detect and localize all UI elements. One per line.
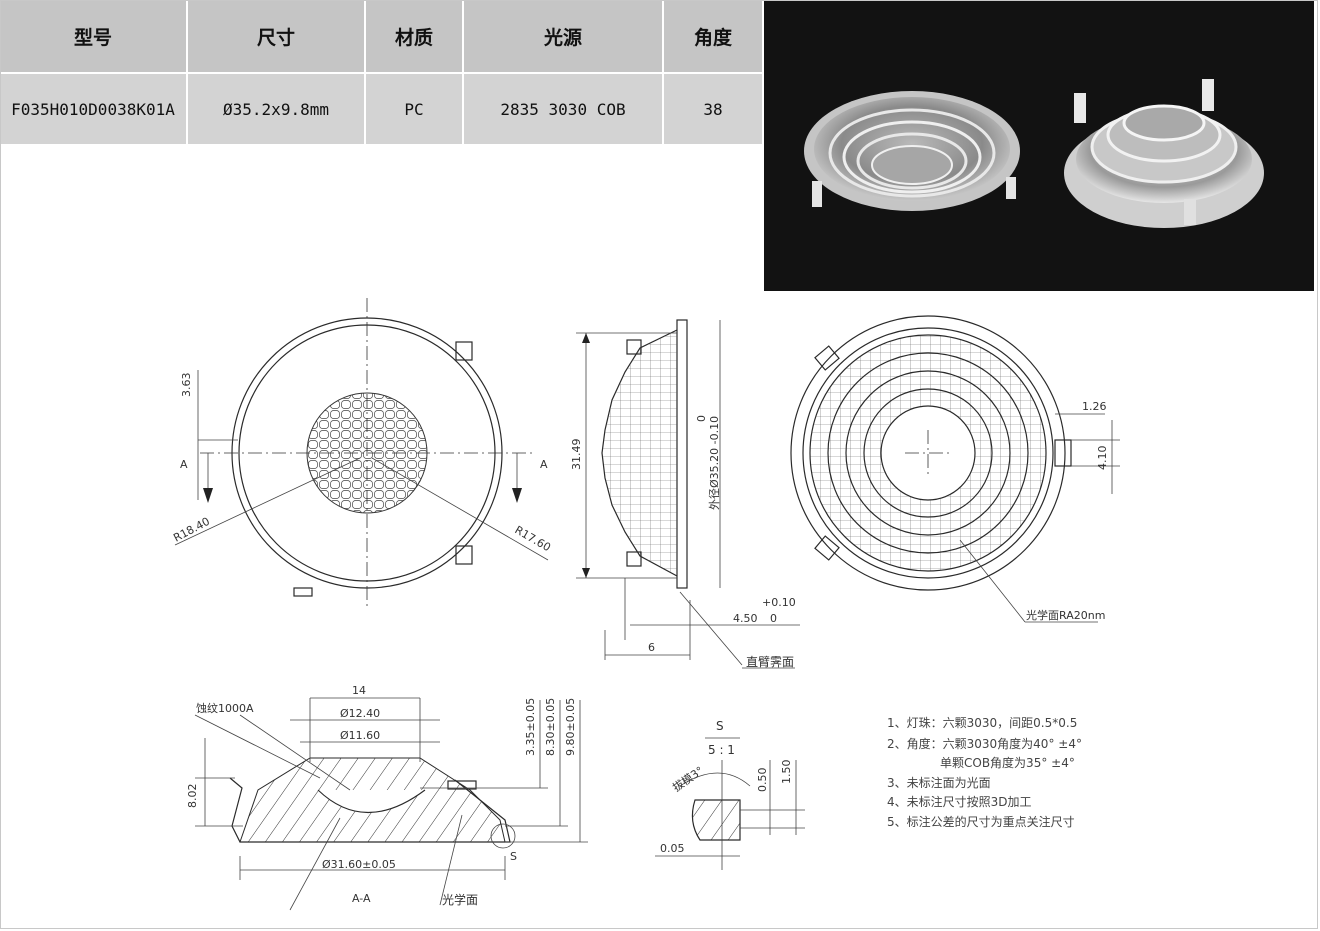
header-size: 尺寸 xyxy=(187,0,366,74)
cell-material: PC xyxy=(365,73,464,144)
side-note: 直臂霁面 xyxy=(746,655,794,669)
front-section-right: A xyxy=(540,458,548,471)
note-1: 1、灯珠：六颗3030，间距0.5*0.5 xyxy=(887,716,1077,730)
detail-d1: 0.50 xyxy=(756,768,769,793)
cell-light-source: 2835 3030 COB xyxy=(463,73,664,144)
side-depth: 4.50 xyxy=(733,612,758,625)
side-tol-zero: 0 xyxy=(770,612,777,625)
section-detail-mark: S xyxy=(510,850,517,863)
back-view: 1.26 4.10 光学面RA20nm xyxy=(790,315,1120,623)
section-name: A-A xyxy=(352,892,371,905)
cell-angle: 38 xyxy=(663,73,764,144)
side-diameter: 外径Ø35.20 -0.10 xyxy=(708,416,721,510)
drawing-notes: 1、灯珠：六颗3030，间距0.5*0.5 2、角度：六颗3030角度为40° … xyxy=(887,716,1082,829)
front-view: 3.63 A A R18.40 R17.60 xyxy=(171,298,553,610)
section-view: 蚀纹1000A 14 Ø12.40 Ø11.60 8.02 3.35±0.05 … xyxy=(186,684,588,911)
section-height-left: 8.02 xyxy=(186,784,199,809)
detail-view: S 5 : 1 拔模3° 0.50 1.50 0.05 xyxy=(655,719,805,870)
detail-d2: 1.50 xyxy=(780,760,793,785)
header-model: 型号 xyxy=(0,0,188,74)
front-dim-offset: 3.63 xyxy=(180,373,193,398)
note-5: 5、标注公差的尺寸为重点关注尺寸 xyxy=(887,814,1075,829)
note-3: 3、未标注面为光面 xyxy=(887,775,991,790)
detail-scale: 5 : 1 xyxy=(708,743,735,757)
detail-name: S xyxy=(716,719,724,733)
spec-table: 型号 尺寸 材质 光源 角度 F035H010D0038K01A Ø35.2x9… xyxy=(0,0,764,144)
section-dia-base: Ø31.60±0.05 xyxy=(322,858,396,871)
back-tab-height: 4.10 xyxy=(1096,446,1109,471)
side-height: 31.49 xyxy=(570,439,583,471)
spec-data-row: F035H010D0038K01A Ø35.2x9.8mm PC 2835 30… xyxy=(0,73,764,144)
section-texture: 蚀纹1000A xyxy=(196,701,254,715)
side-tol-plus: +0.10 xyxy=(762,596,796,609)
note-4: 4、未标注尺寸按照3D加工 xyxy=(887,794,1032,809)
side-width: 6 xyxy=(648,641,655,654)
header-light-source: 光源 xyxy=(463,0,664,74)
header-material: 材质 xyxy=(365,0,464,74)
section-dia-1: Ø12.40 xyxy=(340,707,380,720)
side-view: 31.49 外径Ø35.20 -0.10 0 +0.10 4.50 0 6 直臂… xyxy=(570,319,800,669)
front-section-left: A xyxy=(180,458,188,471)
detail-d3: 0.05 xyxy=(660,842,685,855)
section-width-top: 14 xyxy=(352,684,366,697)
cell-size: Ø35.2x9.8mm xyxy=(187,73,366,144)
lens-photo xyxy=(764,1,1314,291)
section-dia-2: Ø11.60 xyxy=(340,729,380,742)
cell-model: F035H010D0038K01A xyxy=(0,73,188,144)
note-2: 2、角度：六颗3030角度为40° ±4° xyxy=(887,736,1082,751)
back-tab-width: 1.26 xyxy=(1082,400,1107,413)
front-radius-inner: R17.60 xyxy=(513,523,553,554)
front-radius-outer: R18.40 xyxy=(171,515,212,545)
section-optic-face: 光学面 xyxy=(442,892,478,907)
lens-photo-icon xyxy=(804,79,1264,228)
side-diameter-zero: 0 xyxy=(695,415,708,422)
detail-draft: 拔模3° xyxy=(670,763,706,794)
back-optic: 光学面RA20nm xyxy=(1026,608,1105,622)
section-h3: 9.80±0.05 xyxy=(564,698,577,756)
header-angle: 角度 xyxy=(663,0,764,74)
note-2b: 单颗COB角度为35° ±4° xyxy=(940,755,1075,770)
spec-header-row: 型号 尺寸 材质 光源 角度 xyxy=(0,0,764,74)
section-h1: 3.35±0.05 xyxy=(524,698,537,756)
section-h2: 8.30±0.05 xyxy=(544,698,557,756)
